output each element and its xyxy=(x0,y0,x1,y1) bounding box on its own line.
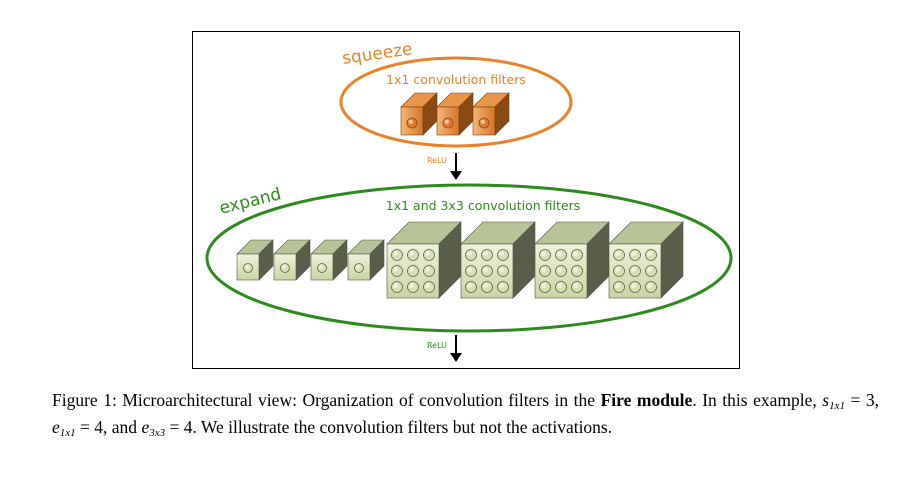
filter-weight-highlight xyxy=(483,283,489,289)
filter-weight-highlight xyxy=(631,267,637,273)
caption-s-symbol: s xyxy=(822,390,830,410)
filter-weight-highlight xyxy=(318,264,323,269)
expand-filter-3x3 xyxy=(534,221,610,299)
filter-weight-highlight xyxy=(409,267,415,273)
expand-filter-1x1 xyxy=(236,239,274,281)
filter-weight-highlight xyxy=(467,267,473,273)
caption-s-value: = 3, xyxy=(844,390,880,410)
caption-e1-value: = 4, and xyxy=(75,417,142,437)
squeeze-sublabel: 1x1 convolution filters xyxy=(386,72,526,87)
filter-weight-highlight xyxy=(647,251,653,257)
expand-filter-3x3 xyxy=(386,221,462,299)
filter-weight-highlight xyxy=(557,267,563,273)
expand-output-arrow xyxy=(450,335,462,362)
filter-weight-highlight xyxy=(355,264,360,269)
filter-weight-highlight xyxy=(425,283,431,289)
filter-weight-highlight xyxy=(631,283,637,289)
filter-weight-highlight xyxy=(483,267,489,273)
expand-relu-label: ReLU xyxy=(427,341,447,350)
filter-weight-highlight xyxy=(541,267,547,273)
filter-weight-highlight xyxy=(541,283,547,289)
filter-weight-highlight xyxy=(647,267,653,273)
expand-filter-1x1 xyxy=(310,239,348,281)
filter-weight-highlight xyxy=(393,251,399,257)
filter-weight-highlight xyxy=(573,283,579,289)
filter-weight-highlight xyxy=(615,267,621,273)
caption-bold: Fire module xyxy=(600,390,693,410)
filter-weight-highlight xyxy=(541,251,547,257)
filter-weight-highlight xyxy=(408,119,413,124)
filter-weight-highlight xyxy=(393,267,399,273)
filter-weight-highlight xyxy=(425,251,431,257)
filter-weight-highlight xyxy=(557,251,563,257)
filter-weight-highlight xyxy=(499,283,505,289)
filter-weight-highlight xyxy=(557,283,563,289)
figure-frame: squeeze 1x1 convolution filters ReLU exp… xyxy=(192,31,740,369)
filter-weight-highlight xyxy=(499,267,505,273)
filter-weight-highlight xyxy=(483,251,489,257)
squeeze-filter-1x1 xyxy=(472,92,510,136)
caption-s-subscript: 1x1 xyxy=(829,400,845,412)
expand-filter-3x3 xyxy=(460,221,536,299)
caption-e3-subscript: 3x3 xyxy=(149,427,166,439)
filter-weight-highlight xyxy=(281,264,286,269)
expand-sublabel: 1x1 and 3x3 convolution filters xyxy=(386,198,580,213)
filter-weight-highlight xyxy=(409,251,415,257)
caption-e3-symbol: e xyxy=(141,417,150,437)
squeeze-ellipse xyxy=(339,56,573,148)
caption-e3-value: = 4. We illustrate the convolution filte… xyxy=(165,417,613,437)
filter-weight-highlight xyxy=(573,267,579,273)
filter-weight-highlight xyxy=(444,119,449,124)
expand-filter-1x1 xyxy=(273,239,311,281)
squeeze-relu-label: ReLU xyxy=(427,156,447,165)
filter-weight-highlight xyxy=(573,251,579,257)
expand-filters xyxy=(236,221,684,299)
squeeze-filter-1x1 xyxy=(400,92,438,136)
filter-weight-highlight xyxy=(647,283,653,289)
caption-prefix: Figure 1: Microarchitectural view: Organ… xyxy=(52,390,601,410)
filter-weight-highlight xyxy=(615,283,621,289)
filter-weight-highlight xyxy=(467,283,473,289)
filter-weight-highlight xyxy=(615,251,621,257)
expand-label: expand xyxy=(217,184,283,219)
filter-weight-highlight xyxy=(480,119,485,124)
caption-line1-rest: . In this example, xyxy=(692,390,823,410)
squeeze-to-expand-arrow xyxy=(450,153,462,180)
squeeze-label: squeeze xyxy=(341,39,414,69)
filter-weight-highlight xyxy=(631,251,637,257)
expand-filter-1x1 xyxy=(347,239,385,281)
caption-e1-subscript: 1x1 xyxy=(59,427,76,439)
squeeze-filter-1x1 xyxy=(436,92,474,136)
filter-weight-highlight xyxy=(467,251,473,257)
figure-caption: Figure 1: Microarchitectural view: Organ… xyxy=(52,390,879,444)
fire-module-diagram: squeeze 1x1 convolution filters ReLU exp… xyxy=(205,39,733,362)
caption-e1-symbol: e xyxy=(52,417,60,437)
expand-filter-3x3 xyxy=(608,221,684,299)
filter-weight-highlight xyxy=(425,267,431,273)
filter-weight-highlight xyxy=(244,264,249,269)
squeeze-filters xyxy=(400,92,510,136)
filter-weight-highlight xyxy=(409,283,415,289)
expand-ellipse xyxy=(205,183,733,333)
filter-weight-highlight xyxy=(393,283,399,289)
filter-weight-highlight xyxy=(499,251,505,257)
